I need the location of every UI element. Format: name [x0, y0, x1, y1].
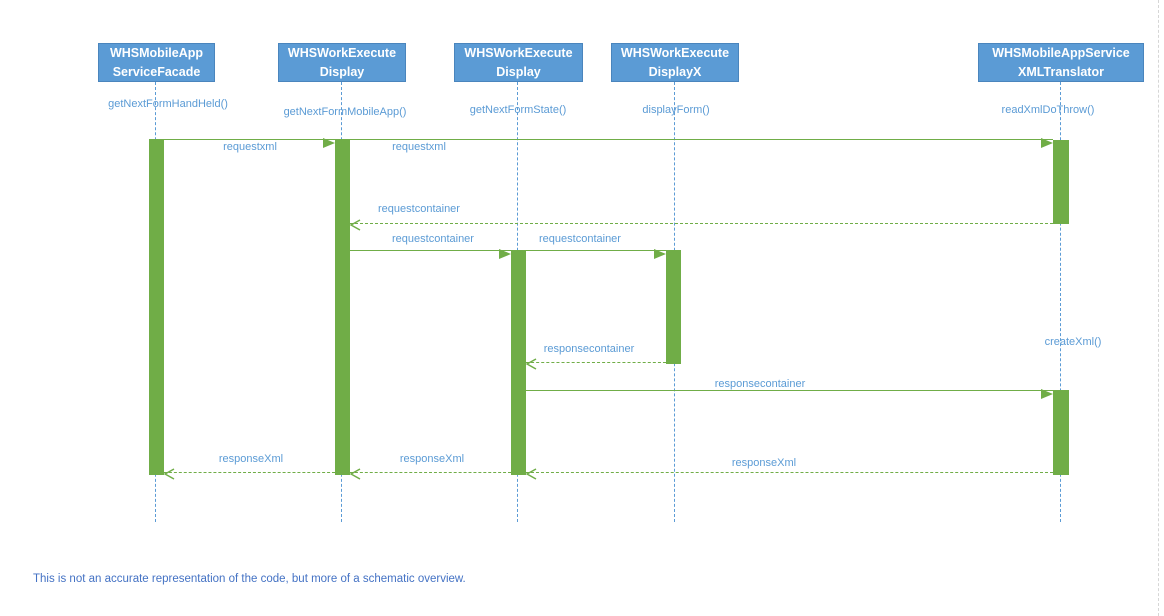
participant-name-line: XMLTranslator: [1018, 64, 1104, 79]
arrowhead-open-icon: [349, 218, 362, 236]
self-call-label: createXml(): [1044, 336, 1102, 348]
activation-bar: [335, 139, 350, 475]
message-line: [350, 223, 1053, 224]
message-label: requestcontainer: [378, 203, 460, 215]
message-line: [526, 250, 666, 251]
method-label: getNextFormHandHeld(): [108, 98, 228, 110]
arrowhead-filled-icon: [654, 246, 666, 264]
message-line: [526, 472, 1053, 473]
message-line: [526, 390, 1053, 391]
arrowhead-open-icon: [525, 467, 538, 485]
message-label: requestxml: [392, 141, 446, 153]
participant-name-line: Display: [319, 64, 365, 79]
participant-name-line: WHSWorkExecute: [464, 45, 573, 60]
message-label: responseXml: [218, 453, 284, 465]
message-line: [164, 139, 335, 140]
activation-bar: [1053, 390, 1069, 475]
method-label: getNextFormMobileApp(): [283, 106, 407, 118]
activation-bar: [666, 250, 681, 364]
message-label: responsecontainer: [714, 378, 806, 390]
method-label: getNextFormState(): [469, 104, 567, 116]
participant-name-line: WHSMobileApp: [109, 45, 204, 60]
message-line: [350, 139, 1053, 140]
message-label: requestcontainer: [539, 233, 621, 245]
method-label: displayForm(): [642, 104, 710, 116]
participant-name-line: ServiceFacade: [112, 64, 201, 79]
arrowhead-filled-icon: [323, 135, 335, 153]
message-label: responseXml: [731, 457, 797, 469]
method-label: readXmlDoThrow(): [1001, 104, 1095, 116]
arrowhead-open-icon: [525, 357, 538, 375]
arrowhead-filled-icon: [499, 246, 511, 264]
message-line: [526, 362, 666, 363]
message-label: responsecontainer: [543, 343, 635, 355]
message-label: requestcontainer: [392, 233, 474, 245]
arrowhead-filled-icon: [1041, 135, 1053, 153]
message-line: [350, 472, 511, 473]
activation-bar: [511, 250, 526, 475]
message-line: [164, 472, 335, 473]
arrowhead-open-icon: [163, 467, 176, 485]
message-label: responseXml: [399, 453, 465, 465]
arrowhead-open-icon: [349, 467, 362, 485]
footer-note: This is not an accurate representation o…: [33, 573, 466, 585]
arrowhead-filled-icon: [1041, 386, 1053, 404]
page-boundary-line: [1158, 0, 1159, 616]
lifeline: [1060, 82, 1061, 522]
participant-name-line: WHSMobileAppService: [992, 45, 1130, 60]
message-line: [350, 250, 511, 251]
message-label: requestxml: [223, 141, 277, 153]
participant-name-line: Display: [496, 64, 541, 79]
activation-bar: [1053, 140, 1069, 224]
participant-name-line: DisplayX: [648, 64, 702, 79]
activation-bar: [149, 139, 164, 475]
participant-name-line: WHSWorkExecute: [620, 45, 730, 60]
participant-name-line: WHSWorkExecute: [287, 45, 397, 60]
